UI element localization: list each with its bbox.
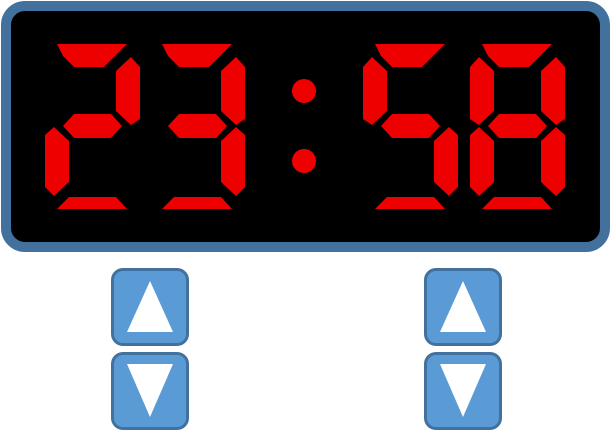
- minutes-down-button[interactable]: [424, 352, 502, 430]
- hours-up-button[interactable]: [111, 268, 189, 346]
- segment-g: [168, 114, 227, 138]
- colon-dot-top: [292, 79, 316, 103]
- triangle-up-icon: [440, 281, 486, 332]
- segment-e: [45, 127, 69, 196]
- hours-down-button[interactable]: [111, 352, 189, 430]
- segment-d: [375, 197, 445, 209]
- seven-segment-display: [45, 44, 565, 209]
- segment-e: [470, 127, 494, 196]
- segment-c: [221, 127, 245, 196]
- colon-separator: [292, 79, 316, 173]
- segment-f: [470, 57, 494, 125]
- segment-a: [482, 44, 552, 67]
- segment-g: [488, 114, 547, 138]
- segment-g: [381, 114, 440, 138]
- segment-g: [63, 114, 122, 138]
- digit-hours-tens: [45, 44, 140, 209]
- segment-c: [541, 127, 565, 196]
- segment-c: [434, 127, 458, 196]
- digit-hours-ones: [162, 44, 245, 209]
- digit-minutes-tens: [363, 44, 458, 209]
- segment-f: [363, 57, 387, 125]
- triangle-down-icon: [127, 364, 173, 417]
- triangle-down-icon: [440, 364, 486, 417]
- segment-d: [57, 197, 127, 209]
- digit-minutes-ones: [470, 44, 565, 209]
- segment-b: [116, 57, 140, 125]
- segment-d: [162, 197, 232, 209]
- triangle-up-icon: [127, 281, 173, 332]
- segment-b: [221, 57, 245, 125]
- segment-a: [57, 44, 127, 67]
- minutes-up-button[interactable]: [424, 268, 502, 346]
- colon-dot-bottom: [292, 149, 316, 173]
- segment-a: [375, 44, 445, 67]
- segment-a: [162, 44, 232, 67]
- segment-d: [482, 197, 552, 209]
- segment-b: [541, 57, 565, 125]
